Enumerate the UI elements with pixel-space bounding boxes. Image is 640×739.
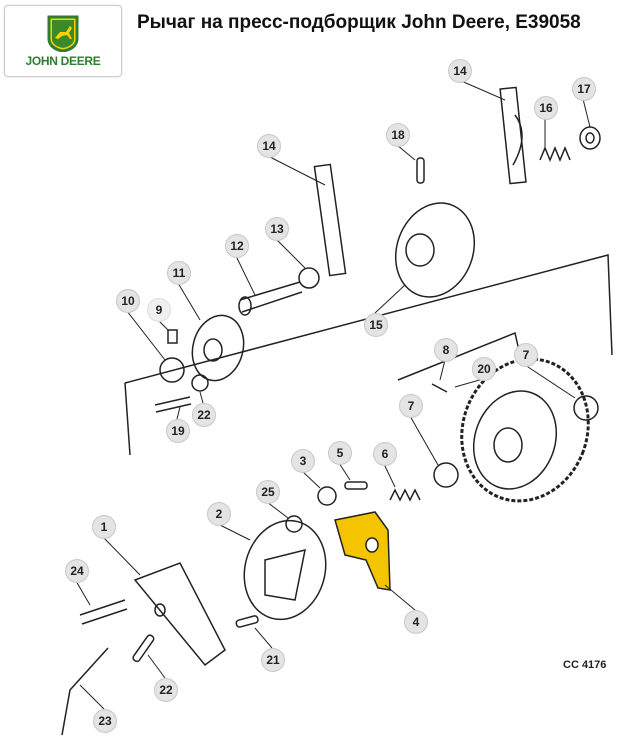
frame-line-left: [124, 382, 131, 456]
callout-21[interactable]: 21: [261, 648, 285, 672]
plate-14-clip: [512, 114, 523, 166]
callout-5[interactable]: 5: [328, 441, 352, 465]
callout-24[interactable]: 24: [65, 559, 89, 583]
leader-lines: [75, 79, 591, 710]
callout-4[interactable]: 4: [404, 610, 428, 634]
callout-9[interactable]: 9: [147, 298, 171, 322]
cam-plate-2: [243, 519, 327, 621]
bushing-7b: [433, 462, 459, 488]
nut-25: [285, 515, 303, 533]
pin-22: [132, 634, 155, 663]
callout-22b[interactable]: 22: [154, 678, 178, 702]
pin-18: [416, 157, 425, 184]
deer-emblem-icon: [47, 15, 79, 52]
callout-17[interactable]: 17: [572, 77, 596, 101]
callout-22[interactable]: 22: [192, 403, 216, 427]
callout-10[interactable]: 10: [116, 289, 140, 313]
pin-20: [431, 383, 448, 393]
callout-7[interactable]: 7: [514, 343, 538, 367]
bolt-24: [79, 599, 128, 625]
spring-16: [539, 146, 571, 162]
callout-15[interactable]: 15: [364, 313, 388, 337]
callout-7b[interactable]: 7: [399, 394, 423, 418]
logo-text: JOHN DEERE: [25, 54, 101, 68]
callout-6[interactable]: 6: [373, 442, 397, 466]
nut-13: [298, 267, 320, 289]
john-deere-logo[interactable]: JOHN DEERE: [4, 5, 122, 77]
callout-14b[interactable]: 14: [257, 134, 281, 158]
callout-8[interactable]: 8: [434, 338, 458, 362]
bushing-10: [159, 357, 185, 383]
lever-4-highlighted: [334, 511, 391, 591]
callout-2[interactable]: 2: [207, 502, 231, 526]
washer-3: [317, 486, 337, 506]
callout-12[interactable]: 12: [225, 234, 249, 258]
plate-14-top: [499, 86, 527, 185]
bolt-12: [239, 281, 303, 313]
plate-14: [313, 163, 347, 277]
gear: [460, 357, 590, 503]
disc-15: [394, 202, 476, 298]
spring-6: [389, 488, 421, 502]
callout-11[interactable]: 11: [167, 261, 191, 285]
setscrew-9: [167, 329, 178, 344]
callout-14[interactable]: 14: [448, 59, 472, 83]
callout-1[interactable]: 1: [92, 515, 116, 539]
callout-18[interactable]: 18: [386, 123, 410, 147]
wire-23: [61, 647, 109, 736]
callout-13[interactable]: 13: [265, 217, 289, 241]
nut-22: [191, 374, 209, 392]
pin-21: [235, 615, 259, 628]
pin-5: [344, 481, 368, 490]
page-title: Рычаг на пресс-подборщик John Deere, E39…: [137, 12, 581, 33]
callout-20[interactable]: 20: [472, 357, 496, 381]
callout-25[interactable]: 25: [256, 480, 280, 504]
frame-line: [124, 254, 613, 384]
callout-3[interactable]: 3: [291, 449, 315, 473]
disc-15-hub: [405, 233, 435, 267]
callout-23[interactable]: 23: [93, 709, 117, 733]
bushing-7: [573, 395, 599, 421]
diagram-code: CC 4176: [563, 659, 607, 671]
block-1: [133, 562, 226, 667]
bolt-19: [154, 396, 192, 413]
nut-17: [579, 126, 601, 150]
hub-11: [191, 314, 245, 382]
bracket-8: [397, 331, 521, 381]
callout-16[interactable]: 16: [534, 96, 558, 120]
callout-19[interactable]: 19: [166, 419, 190, 443]
